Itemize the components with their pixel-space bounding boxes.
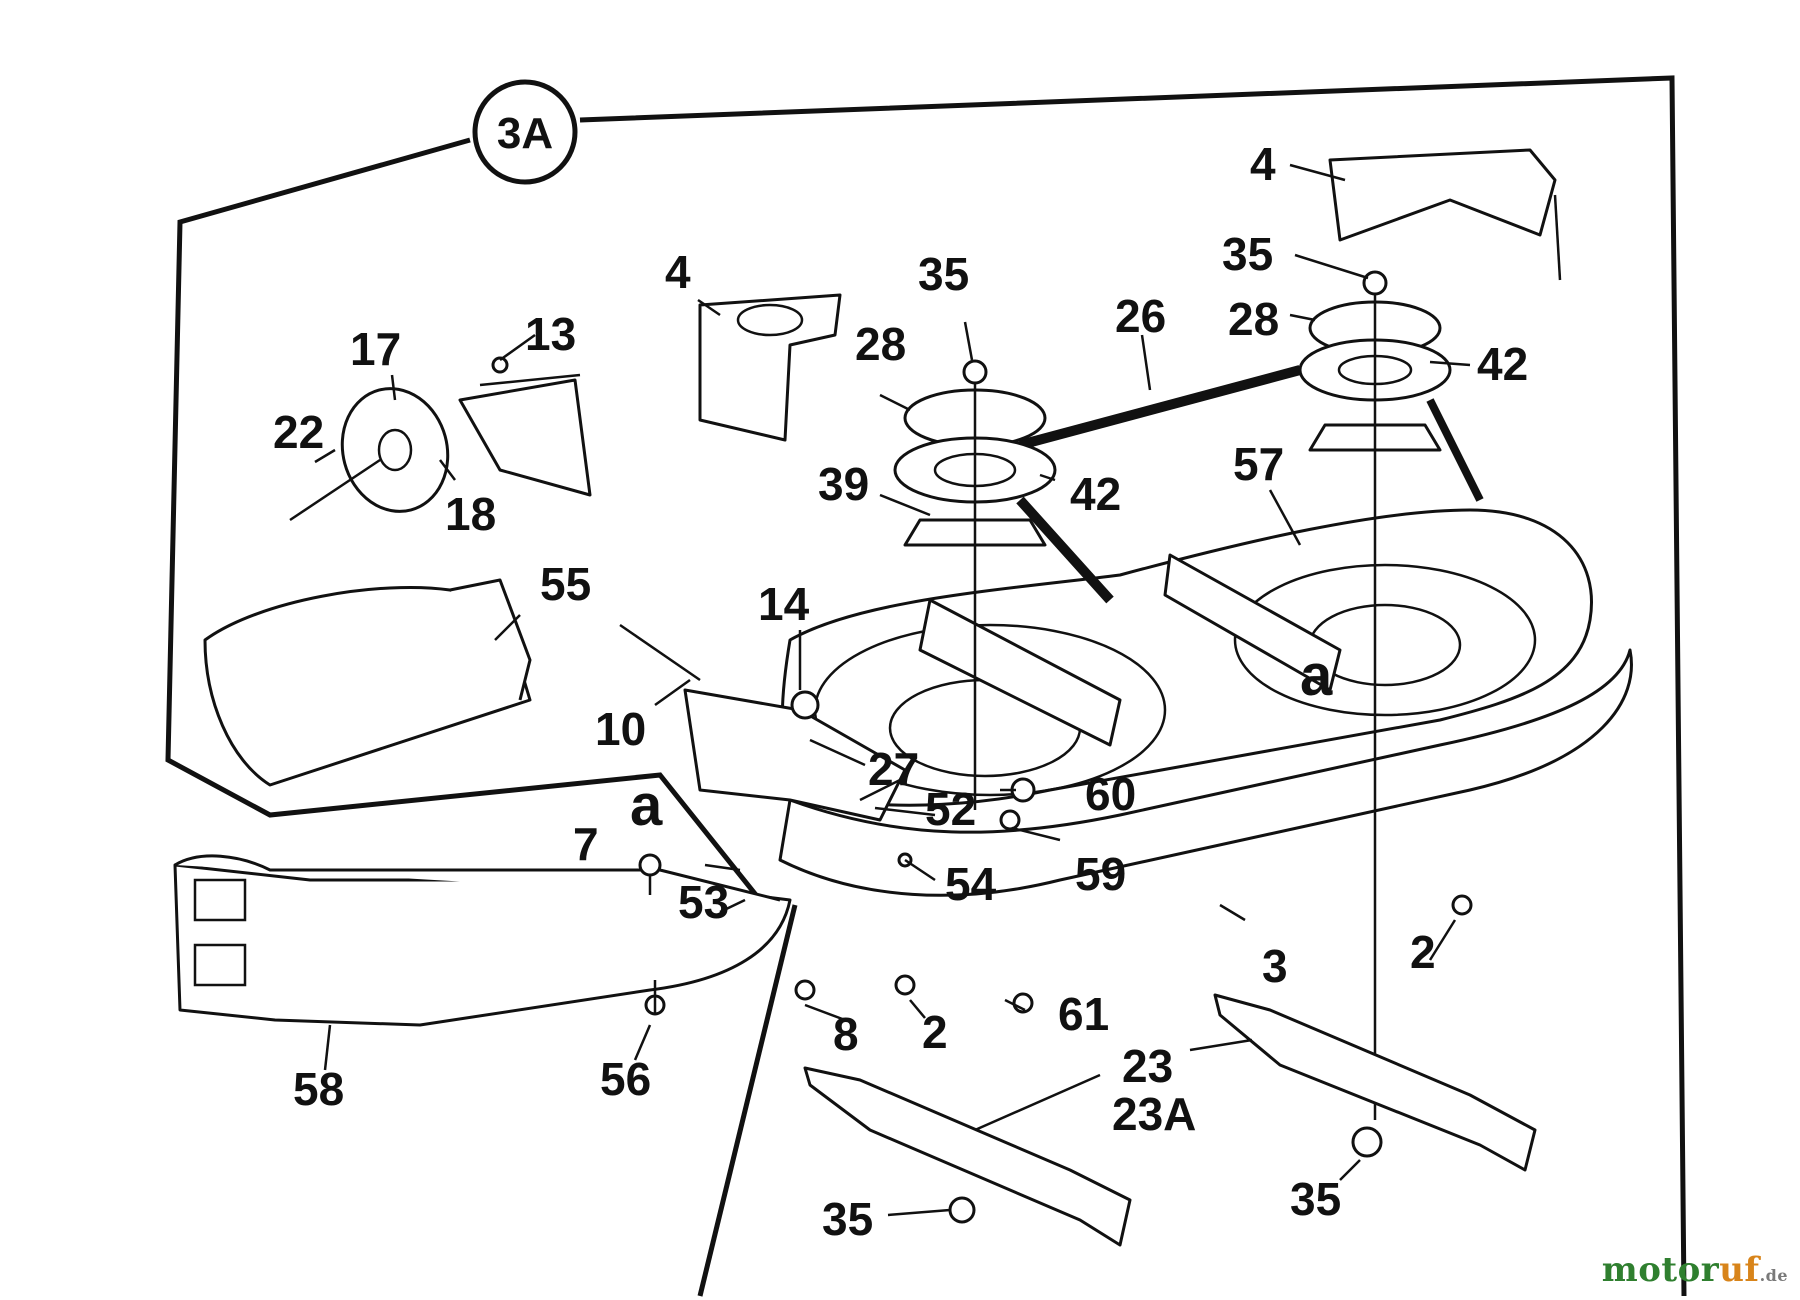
callout-2-right: 2 [1410, 926, 1436, 978]
callout-23a: 23A [1112, 1088, 1196, 1140]
discharge-chute [203, 578, 532, 787]
callout-42-right: 42 [1477, 338, 1528, 390]
callout-4-left: 4 [665, 246, 691, 298]
belt-guard-left [698, 293, 842, 442]
callout-55: 55 [540, 558, 591, 610]
callout-35-right-nut: 35 [1222, 228, 1273, 280]
callout-10: 10 [595, 703, 646, 755]
callout-54: 54 [945, 858, 997, 910]
callout-18: 18 [445, 488, 496, 540]
callout-57: 57 [1233, 438, 1284, 490]
callout-23: 23 [1122, 1040, 1173, 1092]
callout-28-left: 28 [855, 318, 906, 370]
callout-2-center: 2 [922, 1006, 948, 1058]
callout-39: 39 [818, 458, 869, 510]
figure-tag: 3A [472, 79, 578, 185]
callout-7: 7 [573, 818, 599, 870]
callout-8: 8 [833, 1008, 859, 1060]
callout-13: 13 [525, 308, 576, 360]
callout-53: 53 [678, 876, 729, 928]
callout-59: 59 [1075, 848, 1126, 900]
watermark-orange: uf [1719, 1250, 1760, 1290]
left-spindle-assembly [893, 359, 1057, 810]
callout-61: 61 [1058, 988, 1109, 1040]
watermark-green: motor [1601, 1250, 1720, 1290]
frame-outline [165, 75, 1687, 1297]
right-spindle-assembly [1298, 270, 1452, 1120]
callout-35-right-blade: 35 [1290, 1173, 1341, 1225]
callout-22: 22 [273, 406, 324, 458]
watermark-suffix: .de [1759, 1266, 1788, 1285]
callout-58: 58 [293, 1063, 344, 1115]
callout-a-left: a [630, 773, 663, 838]
mower-deck [778, 508, 1633, 897]
side-shield [173, 854, 792, 1027]
drive-belt [1016, 365, 1484, 604]
callout-35-left-nut: 35 [918, 248, 969, 300]
watermark-logo: motoruf.de [1602, 1250, 1788, 1290]
callout-42-left: 42 [1070, 468, 1121, 520]
callout-56: 56 [600, 1053, 651, 1105]
callout-4-right: 4 [1250, 138, 1276, 190]
callout-labels: 4 4 35 35 35 35 28 28 26 42 42 17 13 22 … [273, 138, 1528, 1245]
belt-guard-right [1328, 148, 1562, 281]
callout-17: 17 [350, 323, 401, 375]
callout-14: 14 [758, 578, 810, 630]
leader-lines [314, 163, 1471, 1217]
callout-a-right: a [1300, 643, 1333, 708]
callout-52: 52 [925, 783, 976, 835]
lift-bracket-assembly [619, 623, 1036, 831]
callout-27: 27 [868, 743, 919, 795]
blades [803, 993, 1537, 1247]
callout-35-left-blade: 35 [822, 1193, 873, 1245]
idler-pulley-assembly [289, 356, 592, 522]
callout-26: 26 [1115, 290, 1166, 342]
figure-tag-text: 3A [497, 109, 553, 158]
callout-60: 60 [1085, 768, 1136, 820]
callout-3: 3 [1262, 940, 1288, 992]
callout-28-right: 28 [1228, 293, 1279, 345]
